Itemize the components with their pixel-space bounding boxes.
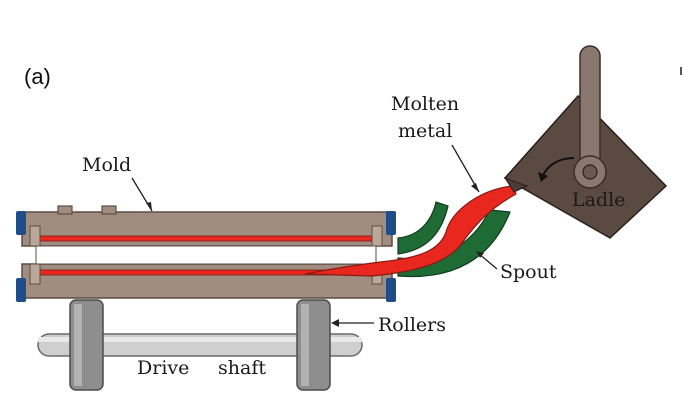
molten-metal-stream [304,185,517,277]
mold-end-caps [16,211,396,302]
ladle [503,45,668,239]
edge-mark [680,67,682,75]
roller-left [69,299,104,391]
molten-metal-label-line1: Molten [391,93,459,115]
spout-label: Spout [500,261,557,283]
ladle-label: Ladle [572,189,625,211]
ladle-tilt-arrow [538,157,575,182]
drive-shaft-label-word1: Drive [137,357,189,379]
mold [21,205,393,299]
panel-label: (a) [24,64,51,89]
mold-label: Mold [82,154,131,176]
molten-metal-label-line2: metal [398,120,452,142]
drive-shaft-label-word2: shaft [218,357,266,379]
drive-shaft [37,333,363,357]
rollers-label: Rollers [378,314,446,336]
roller-right [296,299,331,391]
